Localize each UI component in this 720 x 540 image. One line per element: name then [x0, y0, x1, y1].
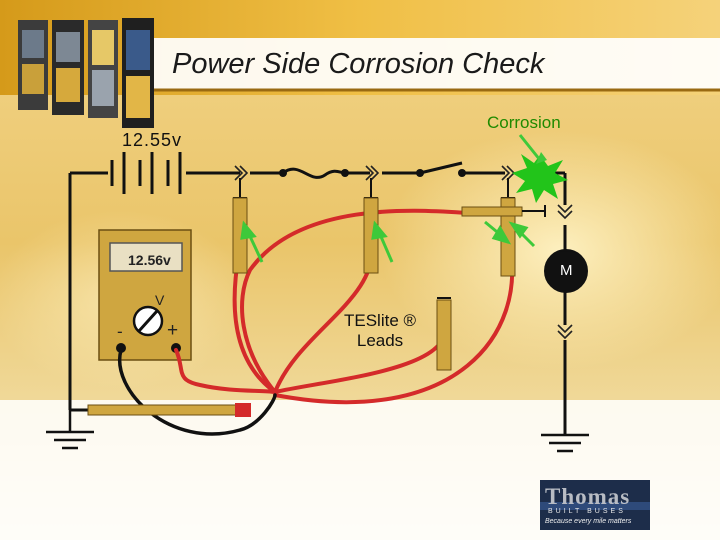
logo-subline: BUILT BUSES	[548, 508, 626, 515]
logo-tagline: Because every mile matters	[545, 518, 632, 525]
header-white-plate	[150, 38, 720, 90]
corrosion-burst	[512, 134, 568, 203]
motor-label: M	[560, 262, 573, 279]
black-lead	[117, 348, 277, 436]
battery-symbol	[110, 152, 182, 194]
meter-reading: 12.56v	[128, 252, 171, 268]
corrosion-label: Corrosion	[487, 113, 561, 132]
ground-symbol-right	[541, 433, 589, 453]
header-photo-1	[18, 20, 48, 110]
indicator-arrows	[240, 220, 536, 263]
teslite-leads-label: TESlite ® Leads	[344, 311, 416, 351]
probe-4	[436, 297, 452, 371]
terminal-dots	[279, 169, 466, 177]
meter-minus-label: -	[117, 322, 123, 341]
background-glow	[380, 130, 720, 370]
multimeter	[98, 229, 192, 361]
meter-volt-symbol: V	[155, 292, 165, 308]
battery-voltage-label: 12.55v	[122, 130, 183, 150]
teslite-label-line2: Leads	[356, 331, 404, 350]
logo-name: Thomas	[545, 484, 631, 509]
ground-probe	[70, 403, 251, 417]
header-photo-2	[52, 20, 84, 115]
header-photo-4	[122, 18, 154, 128]
page-title: Power Side Corrosion Check	[172, 48, 545, 80]
teslite-label-line1: TESlite ®	[344, 311, 417, 330]
motor-circle	[544, 249, 588, 293]
thomas-logo	[540, 480, 650, 530]
meter-plus-label: +	[167, 320, 179, 341]
ground-symbol-left	[46, 410, 94, 450]
header-photo-3	[88, 20, 118, 118]
probe-2	[363, 178, 379, 274]
